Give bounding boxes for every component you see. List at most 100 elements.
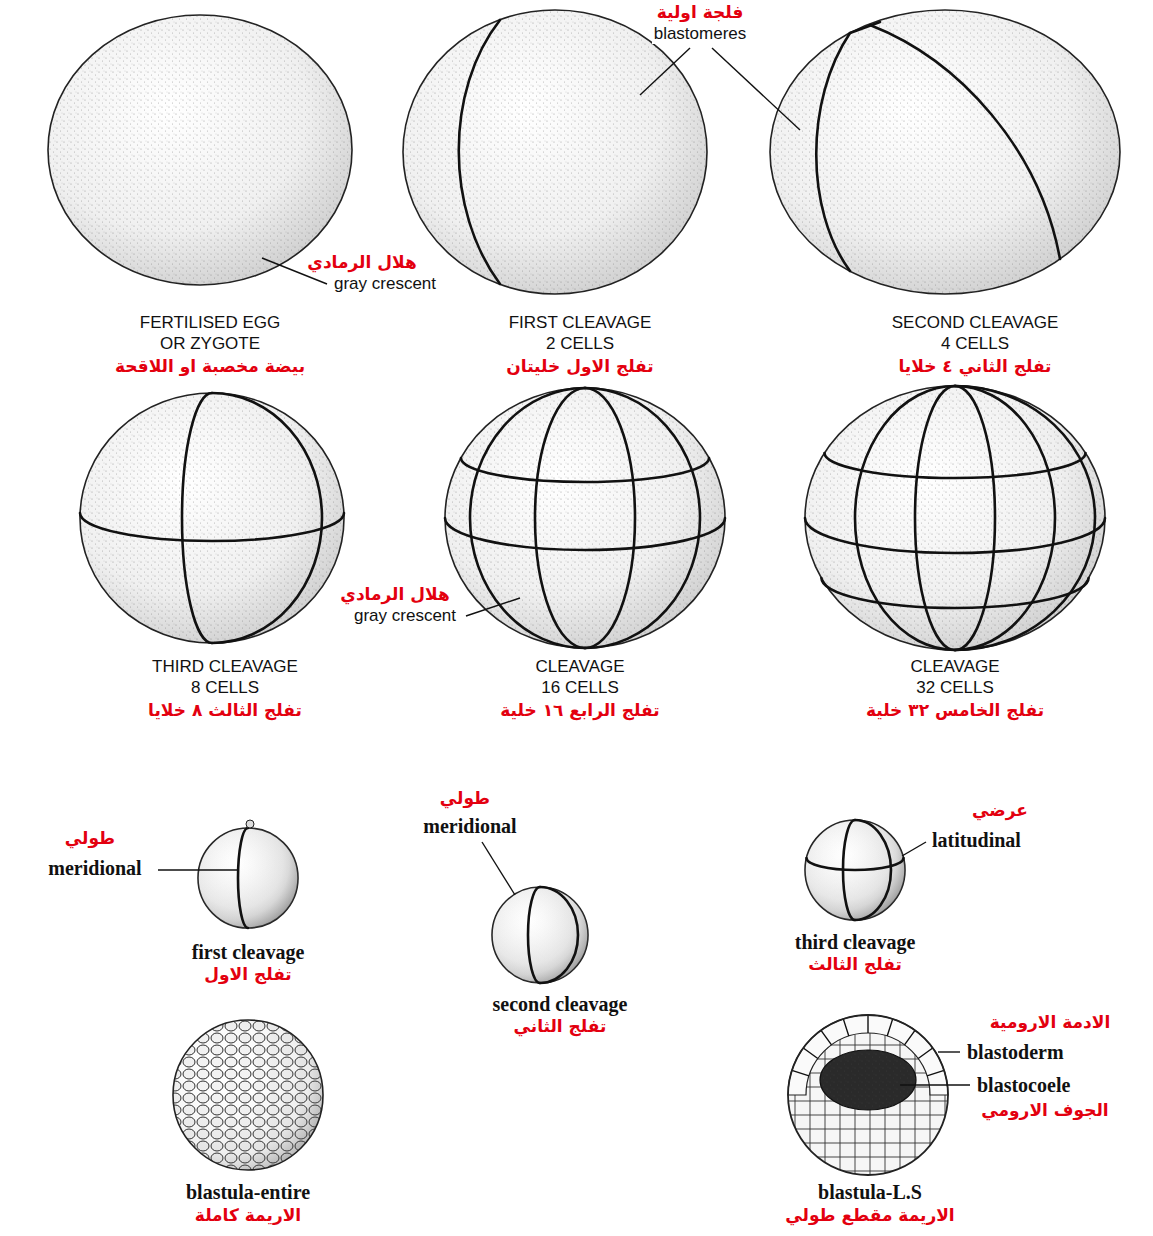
third-cleavage-sphere [805, 820, 905, 920]
label-text: third cleavage [793, 930, 918, 954]
label-text: gray crescent [352, 606, 458, 626]
arabic-label: عرضي [970, 800, 1030, 821]
arabic-label: تفلج الثاني ٤ خلايا [896, 356, 1053, 377]
arabic-label: تفلج الرابع ١٦ خلية [498, 700, 661, 721]
label-text: latitudinal [930, 828, 1023, 852]
drawing-rect [786, 1013, 951, 1178]
drawing-rect [170, 1018, 330, 1173]
label-text: SECOND CLEAVAGE 4 CELLS [887, 312, 1064, 355]
label-text: blastomeres [652, 24, 749, 44]
arabic-label: فلجة اولية [655, 2, 746, 23]
drawing-path [870, 25, 1060, 259]
drawing-path [955, 386, 1055, 650]
arabic-label: تفلج الاول خليتان [504, 356, 655, 377]
label-text: blastocoele [975, 1073, 1072, 1097]
thirty-two-cell-embryo [805, 386, 1105, 650]
drawing-path [540, 887, 578, 983]
label-text: FIRST CLEAVAGE 2 CELLS [504, 312, 657, 355]
zygote [48, 15, 352, 285]
arabic-label: الادمة الارومية [988, 1012, 1113, 1033]
drawing-path [915, 386, 955, 650]
drawing-path [182, 393, 212, 643]
drawing-ellipse [445, 388, 725, 648]
drawing-path [585, 388, 635, 648]
drawing-circle [492, 887, 588, 983]
arabic-label: الجوف الارومي [979, 1100, 1110, 1121]
arabic-label: بيضة مخصبة او اللاقحة [113, 356, 307, 377]
label-text: CLEAVAGE 16 CELLS [530, 656, 630, 699]
arabic-label: تفلج الثالث ٨ خلايا [146, 700, 304, 721]
drawing-circle [805, 820, 905, 920]
label-text: blastoderm [965, 1040, 1066, 1064]
label-text: first cleavage [190, 940, 307, 964]
drawing-ellipse [48, 15, 352, 285]
drawing-path [712, 48, 800, 130]
drawing-circle [173, 1020, 323, 1170]
drawing-path [805, 518, 1105, 553]
drawing-path [850, 22, 880, 33]
label-text: meridional [46, 856, 143, 880]
sixteen-cell-embryo [445, 388, 725, 648]
label-text: second cleavage [491, 992, 630, 1016]
drawing-path [825, 453, 1086, 478]
label-text: THIRD CLEAVAGE 8 CELLS [147, 656, 303, 699]
drawing-path [938, 1051, 960, 1052]
label-text: CLEAVAGE 32 CELLS [905, 656, 1005, 699]
second-cleavage-sphere [492, 887, 588, 983]
drawing-circle [492, 887, 588, 983]
drawing-ellipse [80, 393, 344, 643]
drawing-ellipse [805, 386, 1105, 650]
two-cell-embryo [403, 10, 707, 294]
drawing-ellipse [403, 10, 707, 294]
arabic-label: هلال الرمادي [305, 252, 418, 273]
label-text: blastula-L.S [816, 1180, 924, 1204]
drawing-path [955, 386, 995, 650]
drawing-g [170, 1018, 330, 1173]
arabic-label: الاريمة مقطع طولي [783, 1205, 956, 1226]
drawing-path [80, 513, 344, 541]
drawing-path [461, 458, 709, 482]
drawing-ellipse [820, 1050, 916, 1110]
arabic-label: تفلج الاول [202, 964, 294, 985]
drawing-ellipse [805, 386, 1105, 650]
drawing-ellipse [820, 1050, 916, 1110]
drawing-ellipse [403, 10, 707, 294]
drawing-path [158, 869, 238, 870]
drawing-ellipse [770, 10, 1120, 294]
drawing-ellipse [80, 393, 344, 643]
drawing-ellipse [48, 15, 352, 285]
first-cleavage-sphere [198, 820, 298, 928]
eight-cell-embryo [80, 393, 344, 643]
drawing-path [535, 388, 585, 648]
label-text: gray crescent [332, 274, 438, 294]
drawing-path [212, 393, 322, 643]
arabic-label: الاريمة كاملة [193, 1205, 303, 1226]
drawing-path [459, 20, 500, 284]
drawing-circle [805, 820, 905, 920]
drawing-path [816, 33, 850, 271]
drawing-path [640, 48, 690, 95]
drawing-circle [173, 1020, 323, 1170]
drawing-circle [198, 828, 298, 928]
label-text: blastula-entire [184, 1180, 312, 1204]
drawing-path [528, 887, 540, 983]
label-text: FERTILISED EGG OR ZYGOTE [135, 312, 286, 355]
arabic-label: طولي [438, 788, 492, 809]
four-cell-embryo [770, 10, 1120, 294]
drawing-ellipse [770, 10, 1120, 294]
arabic-label: طولي [63, 828, 117, 849]
drawing-circle [246, 820, 254, 828]
leader-lines [158, 48, 970, 1085]
drawing-ellipse [445, 388, 725, 648]
drawing-path [855, 386, 955, 650]
drawing-path [900, 1084, 970, 1085]
arabic-label: تفلج الثاني [512, 1016, 609, 1037]
drawing-path [482, 842, 515, 895]
arabic-label: تفلج الثالث [806, 954, 904, 975]
drawing-path [445, 518, 725, 550]
blastula-section-figure [786, 1013, 951, 1178]
drawing-path [821, 578, 1088, 608]
drawing-circle [788, 1015, 948, 1175]
drawing-path [807, 858, 904, 870]
